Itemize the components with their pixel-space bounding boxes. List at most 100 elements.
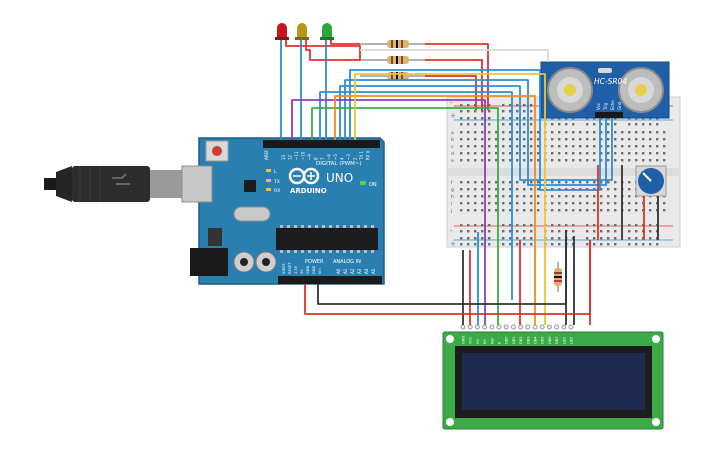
power-pin-label: Vin	[318, 268, 322, 274]
digital-pin-label: ~3	[346, 154, 351, 160]
sensor-pin-label: Trig	[603, 102, 608, 111]
digital-pin-label: ~6	[327, 154, 332, 160]
aref-label: AREF	[264, 149, 269, 160]
power-pin-label: GND	[312, 266, 316, 274]
digital-pin-label: TX 1	[359, 151, 364, 161]
lcd-pin	[532, 324, 538, 330]
l-led-label: L	[274, 169, 277, 175]
analog-label: ANALOG IN	[333, 259, 361, 265]
analog-pin-label: A0	[336, 268, 341, 274]
digital-pin-label: 7	[320, 157, 325, 160]
lcd-pin	[503, 324, 509, 330]
power-pin-label: GND	[306, 266, 310, 274]
wires	[280, 40, 659, 325]
rail-minus-bottom: -	[450, 227, 453, 235]
lcd-pin	[482, 324, 488, 330]
led-green	[320, 23, 334, 40]
power-pin-label: 3.3V	[294, 265, 298, 274]
lcd-pin-label: RW	[490, 338, 494, 344]
lcd-pin-label: V0	[476, 339, 480, 344]
lcd-pin	[510, 324, 516, 330]
potentiometer[interactable]	[635, 165, 667, 197]
analog-pin-label: A4	[364, 268, 369, 274]
row-letter: i	[451, 201, 452, 207]
lcd-pin	[525, 324, 531, 330]
analog-pin-label: A5	[371, 268, 376, 274]
backlight-resistor	[554, 262, 562, 292]
power-pin-label: RESET	[288, 262, 292, 274]
lcd-pin	[568, 324, 574, 330]
lcd-pin-label: GND	[462, 336, 466, 344]
tx-led-label: TX	[273, 179, 280, 185]
digital-label: DIGITAL (PWM~)	[316, 161, 362, 167]
row-letter: f	[451, 180, 453, 186]
lcd-pin	[546, 324, 552, 330]
rail-plus-bottom: +	[450, 240, 456, 248]
lcd-pin	[489, 324, 495, 330]
lcd-pin-label: LED	[570, 337, 574, 344]
lcd-pin	[561, 324, 567, 330]
lcd-pin	[539, 324, 545, 330]
digital-pin-label: ~11	[294, 151, 299, 160]
sensor-pin-label: Gnd	[617, 101, 622, 110]
digital-pin-label: 2	[353, 157, 358, 160]
lcd-pin	[474, 324, 480, 330]
analog-pin-label: A2	[350, 268, 355, 274]
row-letter: c	[451, 145, 454, 150]
on-label: ON	[369, 182, 377, 188]
lcd-pin-label: DB1	[512, 336, 516, 344]
reset-button[interactable]	[212, 146, 222, 156]
lcd-pin-label: RS	[483, 339, 487, 344]
lcd-pin	[496, 324, 502, 330]
digital-pin-label: RX 0	[366, 150, 371, 160]
arduino-logo	[288, 167, 320, 185]
power-analog-header	[278, 276, 382, 284]
lcd-pin	[467, 324, 473, 330]
lcd-pin-label: E	[498, 341, 502, 344]
digital-pin-label: ~5	[333, 154, 338, 160]
digital-pin-label: 8	[314, 157, 319, 160]
digital-pin-label: ~9	[307, 154, 312, 160]
rail-plus-top: +	[450, 112, 456, 120]
sensor-pin-label: Vcc	[596, 103, 601, 110]
lcd-pin-label: DB6	[548, 336, 552, 344]
digital-header	[263, 140, 380, 148]
arduino-uno-board: ARDUINO UNO DIGITAL (PWM~) ANALOG IN POW…	[181, 137, 385, 285]
usb-cable	[44, 166, 205, 202]
sensor-model: HC-SR04	[594, 77, 627, 86]
lcd-pin-label: DB5	[541, 336, 545, 344]
power-pin-label: 5V	[300, 269, 304, 274]
row-letter: j	[450, 208, 452, 214]
lcd-pin	[554, 324, 560, 330]
digital-pin-label: 13	[281, 154, 286, 160]
analog-pin-label: A3	[357, 268, 362, 274]
lcd-pin-label: DB3	[526, 336, 530, 344]
row-letter: e	[451, 159, 454, 164]
arduino-brand: ARDUINO	[290, 187, 327, 195]
digital-pin-label: 4	[340, 157, 345, 160]
leds	[275, 23, 334, 40]
led-yellow	[295, 23, 309, 40]
lcd-pin-label: DB2	[519, 336, 523, 344]
lcd-pin-label: DB7	[555, 336, 559, 344]
sensor-pin-label: Echo	[610, 100, 615, 110]
led-red	[275, 23, 289, 40]
lcd-screen	[462, 353, 645, 410]
arduino-model: UNO	[326, 171, 353, 185]
row-letter: d	[451, 151, 454, 157]
row-letter: b	[451, 137, 454, 143]
power-label: POWER	[305, 259, 324, 265]
row-letter: g	[451, 188, 454, 193]
rail-minus-top: -	[450, 99, 453, 107]
rx-led-label: RX	[274, 188, 280, 194]
lcd-pin-label: VCC	[469, 336, 473, 344]
lcd-pin-label: LED	[562, 337, 566, 344]
lcd-pin-label: DB0	[505, 336, 509, 344]
row-letter: h	[451, 194, 454, 200]
resistor-1	[360, 40, 425, 48]
analog-pin-label: A1	[343, 268, 348, 274]
resistors	[360, 40, 425, 80]
